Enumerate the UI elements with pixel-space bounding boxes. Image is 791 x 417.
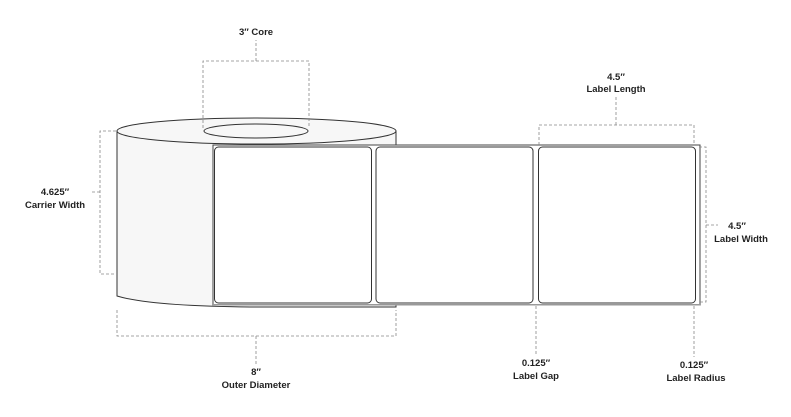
core-hole [203,123,309,139]
label-width-name: Label Width [714,234,768,245]
label-radius-value: 0.125″ [680,360,709,371]
label-3 [538,146,696,304]
carrier-width-dimension: 4.625″ Carrier Width [25,130,116,275]
core-text: 3″ Core [239,27,273,38]
label-width-dimension: 4.5″ Label Width [699,146,768,303]
outer-diameter-value: 8″ [251,367,261,378]
label-gap-value: 0.125″ [522,358,551,369]
carrier-width-name: Carrier Width [25,200,85,211]
label-2 [375,146,534,304]
carrier-width-value: 4.625″ [41,187,70,198]
label-radius-dimension: 0.125″ Label Radius [666,306,726,384]
label-width-value: 4.5″ [728,221,746,232]
outer-diameter-name: Outer Diameter [222,380,291,391]
outer-diameter-dimension: 8″ Outer Diameter [116,310,397,391]
label-gap-dimension: 0.125″ Label Gap [513,306,559,382]
label-length-dimension: 4.5″ Label Length [538,72,695,145]
label-radius-name: Label Radius [666,373,725,384]
label-length-name: Label Length [586,84,645,95]
label-gap-name: Label Gap [513,371,559,382]
core-dimension: 3″ Core [202,27,310,128]
label-1 [214,146,372,304]
label-length-value: 4.5″ [607,72,625,83]
